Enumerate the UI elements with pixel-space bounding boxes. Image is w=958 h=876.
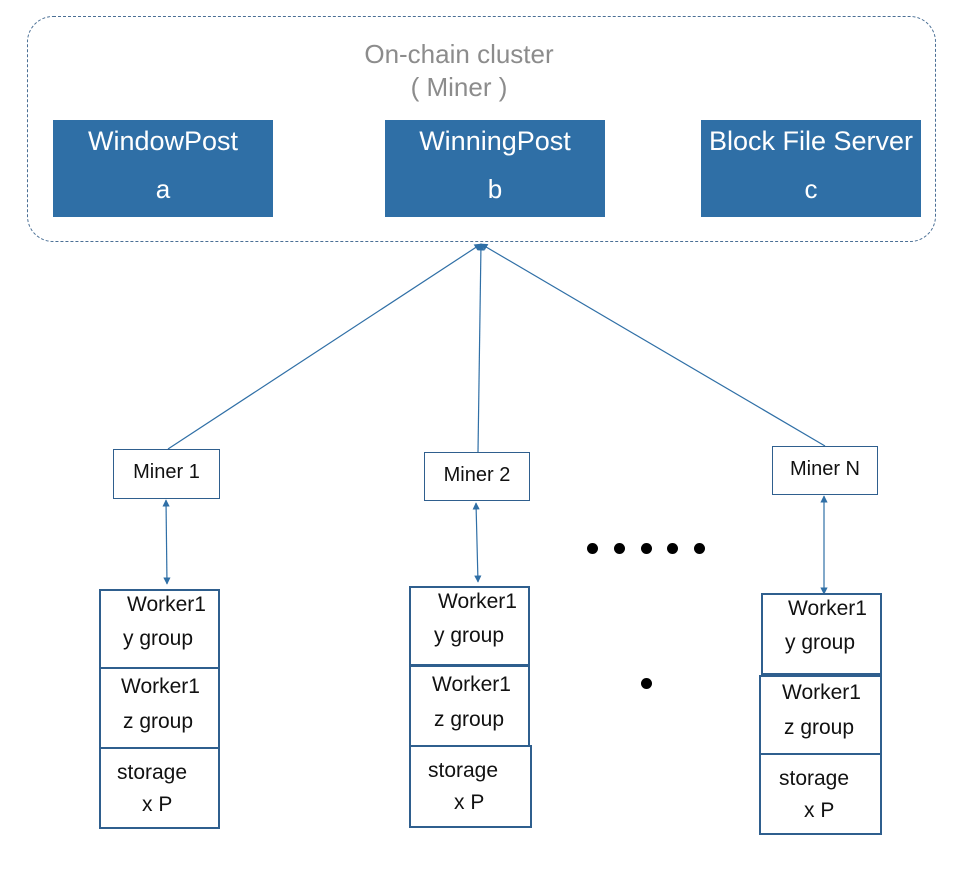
- worker-z-group: Worker1 z group: [99, 667, 220, 749]
- service-name: WinningPost: [419, 126, 571, 156]
- cluster-title: On-chain cluster: [364, 39, 554, 69]
- capacity-label: x P: [454, 791, 485, 814]
- worker-z-group: Worker1 z group: [759, 675, 882, 755]
- storage-box: storage x P: [99, 747, 220, 829]
- storage-label: storage: [779, 767, 850, 790]
- link-miner2-worker: [472, 502, 482, 583]
- group-label: y group: [123, 627, 194, 650]
- miner-2-node: Miner 2: [424, 452, 530, 501]
- miner-1-node: Miner 1: [113, 449, 220, 499]
- worker-label: Worker1: [121, 675, 200, 698]
- service-id: a: [155, 174, 171, 204]
- cluster-subtitle: ( Miner ): [410, 72, 508, 102]
- ellipsis-dot: [587, 543, 598, 554]
- link-miner1-worker: [162, 499, 171, 585]
- capacity-label: x P: [804, 799, 835, 822]
- ellipsis-dot: [694, 543, 705, 554]
- worker-y-group: Worker1 y group: [409, 586, 530, 666]
- ellipsis-dot: [614, 543, 625, 554]
- worker-label: Worker1: [127, 593, 206, 616]
- service-name: WindowPost: [87, 126, 239, 156]
- capacity-label: x P: [142, 793, 173, 816]
- storage-box: storage x P: [759, 753, 882, 835]
- group-label: z group: [784, 716, 855, 739]
- ellipsis-dot: [641, 678, 652, 689]
- service-id: b: [487, 174, 503, 204]
- link-miner1-cluster: [167, 243, 482, 450]
- link-miner2-cluster: [477, 243, 485, 453]
- storage-label: storage: [117, 761, 188, 784]
- group-label: z group: [123, 710, 194, 733]
- worker-z-group: Worker1 z group: [409, 665, 530, 747]
- group-label: z group: [434, 708, 505, 731]
- on-chain-cluster: [27, 16, 936, 242]
- miner-n-node: Miner N: [772, 446, 878, 495]
- worker-label: Worker1: [438, 590, 517, 613]
- service-id: c: [804, 174, 818, 204]
- service-block-file-server: Block File Server c: [701, 120, 921, 217]
- ellipsis-dot: [667, 543, 678, 554]
- worker-y-group: Worker1 y group: [761, 593, 882, 675]
- worker-label: Worker1: [782, 681, 861, 704]
- storage-box: storage x P: [409, 745, 532, 828]
- worker-y-group: Worker1 y group: [99, 589, 220, 669]
- ellipsis-dot: [641, 543, 652, 554]
- service-winningpost: WinningPost b: [385, 120, 605, 217]
- worker-label: Worker1: [788, 597, 867, 620]
- service-name: Block File Server: [708, 126, 914, 156]
- group-label: y group: [785, 631, 856, 654]
- group-label: y group: [434, 624, 505, 647]
- worker-label: Worker1: [432, 673, 511, 696]
- link-minerN-cluster: [480, 243, 826, 447]
- storage-label: storage: [428, 759, 499, 782]
- service-windowpost: WindowPost a: [53, 120, 273, 217]
